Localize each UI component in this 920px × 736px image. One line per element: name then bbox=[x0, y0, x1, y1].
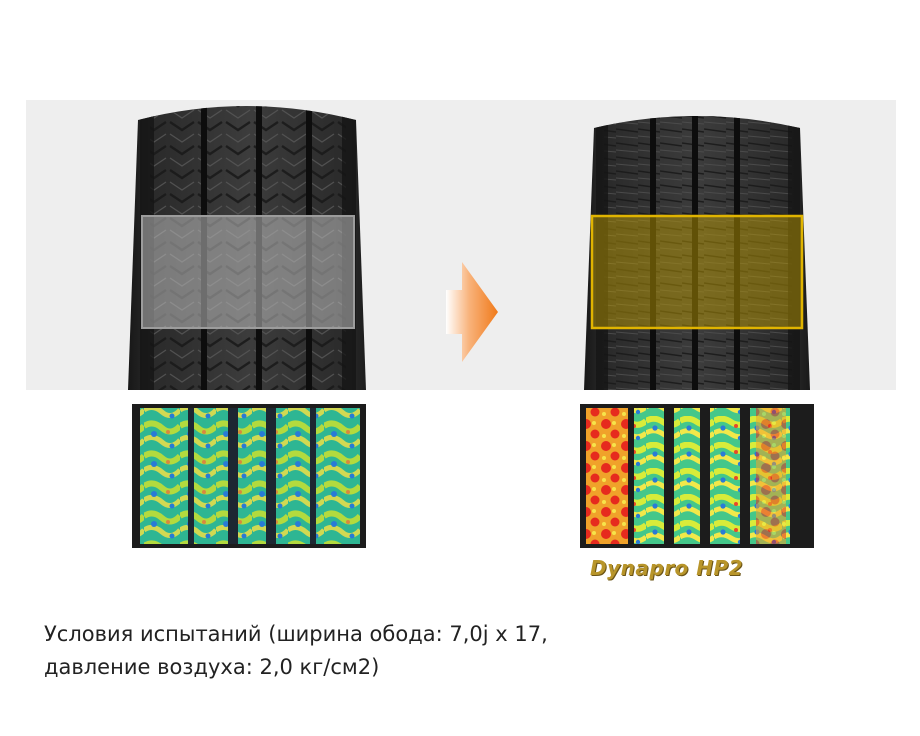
test-conditions-caption: Условия испытаний (ширина обода: 7,0j x … bbox=[44, 618, 884, 684]
product-logo: Dynapro HP2 bbox=[590, 556, 744, 580]
left-highlight-box bbox=[141, 215, 355, 329]
left-pressure-map bbox=[132, 404, 366, 548]
right-highlight-box bbox=[590, 214, 804, 330]
caption-line-1: Условия испытаний (ширина обода: 7,0j x … bbox=[44, 622, 548, 646]
caption-line-2: давление воздуха: 2,0 кг/см2) bbox=[44, 655, 380, 679]
arrow-right-icon bbox=[446, 262, 498, 362]
right-tire-photo bbox=[584, 116, 810, 390]
right-pressure-map bbox=[580, 404, 814, 548]
